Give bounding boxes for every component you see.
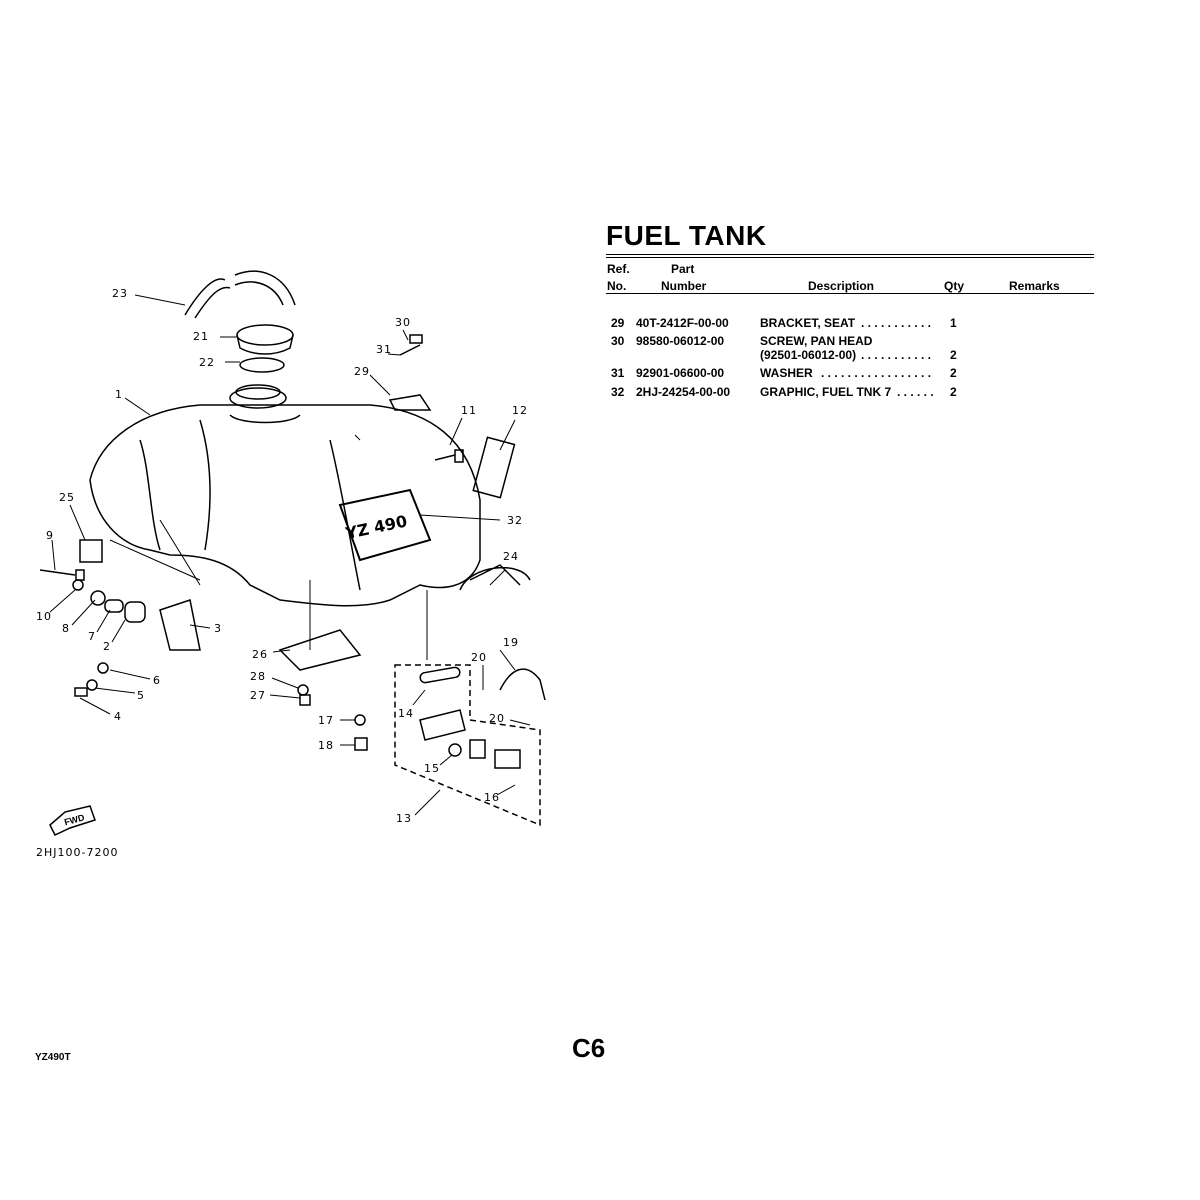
callout: 32 bbox=[507, 514, 523, 527]
cushion-12 bbox=[472, 436, 516, 499]
callout: 17 bbox=[318, 714, 334, 727]
diagram-code: 2HJ100-7200 bbox=[36, 846, 119, 859]
callout: 18 bbox=[318, 739, 334, 752]
callout: 30 bbox=[395, 316, 411, 329]
callout: 2 bbox=[103, 640, 111, 653]
fuel-cap bbox=[236, 324, 294, 346]
fuel-cock bbox=[419, 709, 466, 741]
callout: 5 bbox=[137, 689, 145, 702]
callout: 15 bbox=[424, 762, 440, 775]
header-part: Part bbox=[671, 262, 695, 276]
ref-no: 31 bbox=[611, 366, 625, 380]
fuel-cock-assembly-outline bbox=[394, 664, 541, 827]
part-number: 2HJ-24254-00-00 bbox=[636, 385, 731, 399]
header-ref: Ref. bbox=[607, 262, 630, 276]
description: SCREW, PAN HEAD bbox=[760, 334, 873, 348]
callout: 14 bbox=[398, 707, 414, 720]
callout: 12 bbox=[512, 404, 528, 417]
callout: 27 bbox=[250, 689, 266, 702]
cap-gasket bbox=[239, 357, 285, 373]
ref-no: 32 bbox=[611, 385, 625, 399]
leader-dots: . . . . . . bbox=[897, 385, 934, 399]
bracket-3 bbox=[159, 599, 201, 651]
callout: 9 bbox=[46, 529, 54, 542]
callout: 20 bbox=[489, 712, 505, 725]
divider bbox=[606, 293, 1094, 294]
qty: 2 bbox=[950, 366, 957, 380]
yz-graphic bbox=[338, 488, 432, 562]
callout: 19 bbox=[503, 636, 519, 649]
fwd-arrow-icon bbox=[49, 805, 96, 836]
qty: 2 bbox=[950, 385, 957, 399]
model-code: YZ490T bbox=[35, 1052, 71, 1063]
callout: 23 bbox=[112, 287, 128, 300]
callout: 7 bbox=[88, 630, 96, 643]
ref-no: 29 bbox=[611, 316, 625, 330]
description: BRACKET, SEAT bbox=[760, 316, 856, 330]
callout: 24 bbox=[503, 550, 519, 563]
fuel-tank-shape bbox=[89, 404, 481, 607]
breather-hose bbox=[184, 270, 296, 319]
divider bbox=[606, 254, 1094, 255]
callout: 11 bbox=[461, 404, 477, 417]
leader-dots: . . . . . . . . . . . . . . . . . bbox=[821, 366, 932, 380]
header-number: Number bbox=[661, 279, 707, 293]
page-number: C6 bbox=[572, 1033, 606, 1063]
qty: 2 bbox=[950, 348, 957, 362]
callout: 25 bbox=[59, 491, 75, 504]
header-no: No. bbox=[607, 279, 627, 293]
callout: 22 bbox=[199, 356, 215, 369]
callout: 8 bbox=[62, 622, 70, 635]
callout: 26 bbox=[252, 648, 268, 661]
bracket-24 bbox=[459, 564, 531, 591]
callout: 10 bbox=[36, 610, 52, 623]
callout: 1 bbox=[115, 388, 123, 401]
callout: 31 bbox=[376, 343, 392, 356]
leader-dots: . . . . . . . . . . . bbox=[861, 348, 932, 362]
callout: 21 bbox=[193, 330, 209, 343]
page-title: FUEL TANK bbox=[606, 220, 767, 251]
leader-dots: . . . . . . . . . . . bbox=[861, 316, 932, 330]
bracket-29 bbox=[388, 394, 432, 411]
filler-neck bbox=[229, 387, 287, 409]
part-number: 40T-2412F-00-00 bbox=[636, 316, 729, 330]
callout: 6 bbox=[153, 674, 161, 687]
header-description: Description bbox=[808, 279, 875, 293]
ref-no: 30 bbox=[611, 334, 625, 348]
callout: 13 bbox=[396, 812, 412, 825]
graphic-text: YZ 490 bbox=[343, 511, 409, 543]
callout: 3 bbox=[214, 622, 222, 635]
header-qty: Qty bbox=[944, 279, 965, 293]
bracket-25 bbox=[79, 539, 103, 563]
description: WASHER bbox=[760, 366, 813, 380]
description-alt-part: (92501-06012-00) bbox=[760, 348, 857, 362]
qty: 1 bbox=[950, 316, 957, 330]
part-number: 98580-06012-00 bbox=[636, 334, 725, 348]
part-number: 92901-06600-00 bbox=[636, 366, 725, 380]
description: GRAPHIC, FUEL TNK 7 bbox=[760, 385, 892, 399]
divider bbox=[606, 257, 1094, 258]
callout: 20 bbox=[471, 651, 487, 664]
callout: 29 bbox=[354, 365, 370, 378]
bracket-26 bbox=[278, 629, 362, 671]
header-remarks: Remarks bbox=[1009, 279, 1060, 293]
fuel-hose-19 bbox=[499, 668, 546, 701]
callout: 28 bbox=[250, 670, 266, 683]
callout: 4 bbox=[114, 710, 122, 723]
callout: 16 bbox=[484, 791, 500, 804]
fwd-label: FWD bbox=[63, 812, 86, 827]
